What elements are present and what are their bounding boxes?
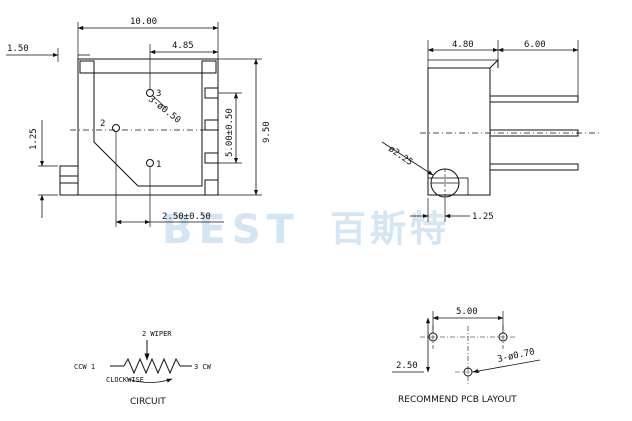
clockwise-arrow: [127, 378, 173, 383]
front-inner-cavity: [93, 72, 203, 187]
dim-line-adjust-diameter: [381, 141, 434, 176]
label-adjust-offset: 1.25: [472, 212, 494, 222]
label-pin-pitch: 5.00±0.50: [225, 108, 235, 157]
label-body-depth: 4.80: [452, 40, 474, 50]
label-pcb-holes: 3-ø0.70: [497, 347, 536, 365]
label-adjust-diameter: ø2.25: [386, 144, 414, 168]
circuit-direction-label: CLOCKWISE: [106, 376, 144, 384]
label-side-height: 1.25: [29, 128, 39, 150]
circuit-pin1-label: CCW 1: [74, 363, 95, 371]
front-notch-right: [201, 60, 217, 74]
label-overall-width: 10.00: [130, 17, 157, 27]
front-view-labels: 10.00 4.85 1.50 1.25 9.50 5.00±0.50 2.50…: [7, 17, 272, 222]
side-view: [381, 40, 600, 222]
watermark-chinese: 百斯特: [330, 208, 450, 250]
label-center-offset: 4.85: [172, 41, 194, 51]
front-left-step: [59, 165, 78, 196]
label-left-offset: 1.50: [7, 44, 29, 54]
circuit-pin2-label: 2 WIPER: [142, 330, 172, 338]
watermark-latin: BEST: [162, 207, 300, 253]
pin-label-1: 1: [156, 160, 161, 170]
label-pin-holes: 3-ø0.50: [146, 94, 182, 125]
label-lead-length: 6.00: [524, 40, 546, 50]
label-pin-spacing: 2.50±0.50: [162, 212, 211, 222]
circuit-labels: CCW 1 2 WIPER 3 CW CLOCKWISE CIRCUIT: [74, 330, 212, 407]
label-pcb-pitch-x: 5.00: [456, 307, 478, 317]
pin-label-2: 2: [100, 119, 105, 129]
circuit-diagram: [110, 340, 192, 383]
pcb-layout-labels: 5.00 2.50 3-ø0.70 RECOMMEND PCB LAYOUT: [396, 307, 536, 405]
label-pcb-pitch-y: 2.50: [396, 361, 418, 371]
pcb-layout: [392, 311, 541, 384]
front-body-outline: [77, 58, 219, 196]
pin-hole-2: [112, 124, 120, 132]
pcb-dim-holes-leader: [472, 359, 541, 374]
front-pin-tabs: [204, 87, 219, 196]
pcb-caption: RECOMMEND PCB LAYOUT: [398, 395, 517, 405]
pin-label-3: 3: [156, 89, 161, 99]
pin-hole-3: [146, 89, 154, 97]
front-view: [6, 22, 262, 227]
side-body-outline: [427, 67, 491, 196]
front-notch-left: [79, 60, 95, 74]
label-overall-height: 9.50: [262, 121, 272, 143]
pin-hole-1: [146, 159, 154, 167]
circuit-caption: CIRCUIT: [130, 397, 166, 407]
circuit-pin3-label: 3 CW: [194, 363, 212, 371]
resistor-symbol: [123, 357, 181, 375]
